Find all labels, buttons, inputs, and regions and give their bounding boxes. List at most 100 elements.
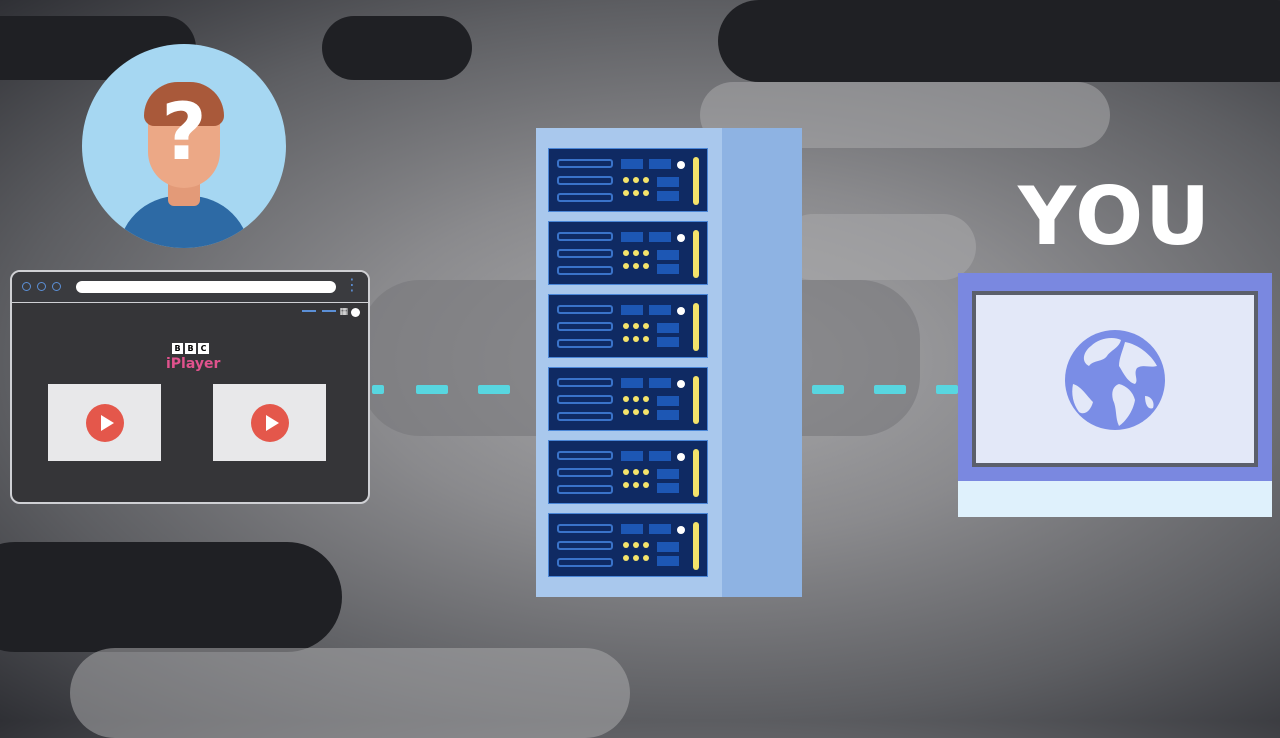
status-led bbox=[633, 250, 639, 256]
window-dot-icon[interactable] bbox=[22, 282, 31, 291]
status-led bbox=[643, 323, 649, 329]
status-led bbox=[623, 469, 629, 475]
question-mark-icon: ? bbox=[161, 88, 207, 178]
status-led bbox=[623, 396, 629, 402]
power-led bbox=[677, 526, 685, 534]
panel-block bbox=[657, 410, 679, 420]
connection-dash bbox=[936, 385, 958, 394]
drive-slot bbox=[557, 558, 613, 567]
laptop-base bbox=[958, 481, 1272, 517]
status-led bbox=[643, 190, 649, 196]
nav-line bbox=[302, 310, 316, 312]
activity-bar bbox=[693, 157, 699, 205]
globe-icon bbox=[1065, 330, 1165, 430]
panel-block bbox=[657, 483, 679, 493]
panel-block bbox=[621, 524, 643, 534]
server-unit bbox=[548, 221, 708, 285]
play-icon[interactable] bbox=[251, 404, 289, 442]
drive-slot bbox=[557, 193, 613, 202]
status-led bbox=[633, 177, 639, 183]
menu-kebab-icon[interactable]: ⋮ bbox=[344, 275, 360, 294]
background-shape bbox=[322, 16, 472, 80]
status-led bbox=[633, 469, 639, 475]
bbc-letter: C bbox=[198, 343, 209, 354]
activity-bar bbox=[693, 303, 699, 351]
window-dot-icon[interactable] bbox=[37, 282, 46, 291]
avatar-hair bbox=[144, 82, 224, 126]
drive-slot bbox=[557, 451, 613, 460]
drive-slot bbox=[557, 176, 613, 185]
drive-slot bbox=[557, 541, 613, 550]
bbc-letter: B bbox=[172, 343, 183, 354]
video-thumbnail[interactable] bbox=[48, 384, 161, 461]
panel-block bbox=[621, 451, 643, 461]
power-led bbox=[677, 161, 685, 169]
grid-icon[interactable]: ▦ bbox=[339, 307, 348, 317]
server-side-panel bbox=[722, 128, 802, 597]
power-led bbox=[677, 307, 685, 315]
panel-block bbox=[657, 337, 679, 347]
drive-slot bbox=[557, 378, 613, 387]
status-led bbox=[643, 396, 649, 402]
drive-slot bbox=[557, 339, 613, 348]
drive-slot bbox=[557, 412, 613, 421]
status-led bbox=[633, 323, 639, 329]
connection-dash bbox=[478, 385, 510, 394]
status-led bbox=[643, 555, 649, 561]
server-unit bbox=[548, 148, 708, 212]
status-led bbox=[623, 409, 629, 415]
drive-slot bbox=[557, 524, 613, 533]
panel-block bbox=[657, 191, 679, 201]
bbc-logo: B B C bbox=[172, 343, 209, 354]
activity-bar bbox=[693, 522, 699, 570]
status-led bbox=[633, 542, 639, 548]
drive-slot bbox=[557, 468, 613, 477]
window-dot-icon[interactable] bbox=[52, 282, 61, 291]
status-led bbox=[623, 482, 629, 488]
background-shape bbox=[780, 214, 976, 280]
panel-block bbox=[657, 396, 679, 406]
drive-slot bbox=[557, 266, 613, 275]
status-led bbox=[633, 396, 639, 402]
panel-block bbox=[649, 305, 671, 315]
address-bar[interactable] bbox=[76, 281, 336, 293]
background-shape bbox=[718, 0, 1280, 82]
profile-dot-icon[interactable] bbox=[351, 308, 360, 317]
drive-slot bbox=[557, 232, 613, 241]
power-led bbox=[677, 453, 685, 461]
status-led bbox=[623, 177, 629, 183]
status-led bbox=[643, 177, 649, 183]
bbc-letter: B bbox=[185, 343, 196, 354]
panel-block bbox=[657, 250, 679, 260]
status-led bbox=[633, 482, 639, 488]
status-led bbox=[643, 409, 649, 415]
status-led bbox=[633, 409, 639, 415]
drive-slot bbox=[557, 322, 613, 331]
server-rack-icon bbox=[536, 128, 802, 597]
panel-block bbox=[649, 524, 671, 534]
status-led bbox=[623, 190, 629, 196]
activity-bar bbox=[693, 449, 699, 497]
panel-block bbox=[649, 451, 671, 461]
status-led bbox=[623, 263, 629, 269]
video-thumbnail[interactable] bbox=[213, 384, 326, 461]
status-led bbox=[623, 250, 629, 256]
drive-slot bbox=[557, 305, 613, 314]
panel-block bbox=[649, 378, 671, 388]
user-laptop bbox=[958, 273, 1272, 517]
status-led bbox=[643, 336, 649, 342]
activity-bar bbox=[693, 376, 699, 424]
status-led bbox=[643, 469, 649, 475]
drive-slot bbox=[557, 395, 613, 404]
iplayer-logo: iPlayer bbox=[166, 356, 221, 372]
activity-bar bbox=[693, 230, 699, 278]
status-led bbox=[623, 336, 629, 342]
status-led bbox=[643, 482, 649, 488]
connection-dash bbox=[812, 385, 844, 394]
status-led bbox=[643, 250, 649, 256]
server-unit bbox=[548, 440, 708, 504]
panel-block bbox=[621, 305, 643, 315]
panel-block bbox=[621, 378, 643, 388]
play-icon[interactable] bbox=[86, 404, 124, 442]
status-led bbox=[623, 555, 629, 561]
